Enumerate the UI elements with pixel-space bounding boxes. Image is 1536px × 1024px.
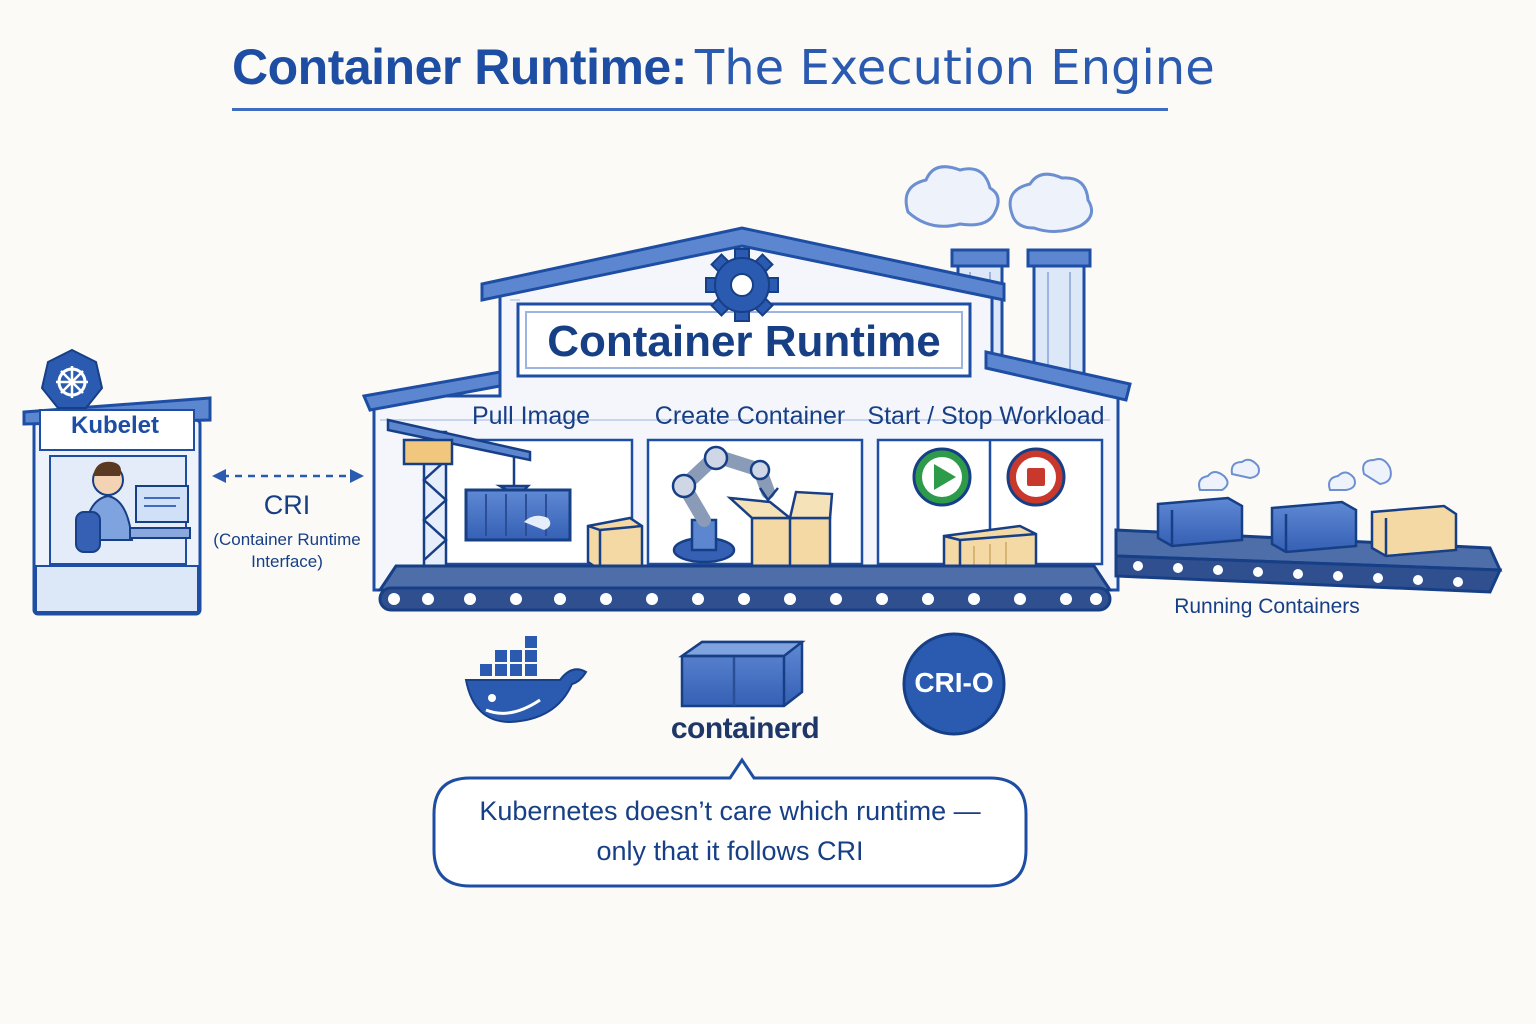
- stage-create-container: Create Container: [654, 402, 846, 430]
- title-bold: Container Runtime:: [232, 39, 687, 95]
- containerd-logo-icon: [678, 640, 806, 708]
- start-button-icon: [912, 447, 972, 507]
- stage-pull-image: Pull Image: [471, 402, 591, 430]
- hanging-container-icon: [464, 488, 572, 542]
- stage-start-stop: Start / Stop Workload: [867, 402, 1105, 430]
- note-bubble: [432, 757, 1028, 888]
- title-light: The Execution Engine: [694, 40, 1215, 96]
- conveyor-belt: [377, 564, 1113, 612]
- running-container-boxes: [1156, 496, 1458, 558]
- crio-logo-icon: [902, 632, 1006, 736]
- kubelet-label: Kubelet: [70, 412, 159, 439]
- robot-arm-icon: [671, 445, 779, 564]
- cri-expansion-line1: (Container Runtime: [213, 530, 361, 549]
- note-line2: only that it follows CRI: [596, 836, 864, 866]
- kubelet-booth: [22, 396, 212, 616]
- note-line1: Kubernetes doesn’t care which runtime —: [479, 796, 981, 826]
- factory-sign: Container Runtime: [547, 317, 941, 366]
- docker-whale-icon: [464, 636, 588, 724]
- open-box-icon: [726, 490, 834, 568]
- page-title: Container Runtime:The Execution Engine: [232, 38, 1215, 111]
- steam-puffs: [1198, 458, 1392, 491]
- cri-arrow: [212, 469, 364, 483]
- kubernetes-logo-icon: [40, 348, 104, 409]
- gear-icon: [705, 248, 779, 322]
- cri-label: CRI: [263, 490, 311, 520]
- cri-expansion-line2: Interface): [251, 552, 323, 571]
- crio-label: CRI-O: [914, 667, 994, 698]
- stop-button-icon: [1006, 447, 1066, 507]
- running-containers-label: Running Containers: [1174, 595, 1360, 618]
- small-box-icon: [586, 516, 644, 572]
- smoke-clouds: [904, 165, 1094, 233]
- containerd-label: containerd: [670, 712, 820, 745]
